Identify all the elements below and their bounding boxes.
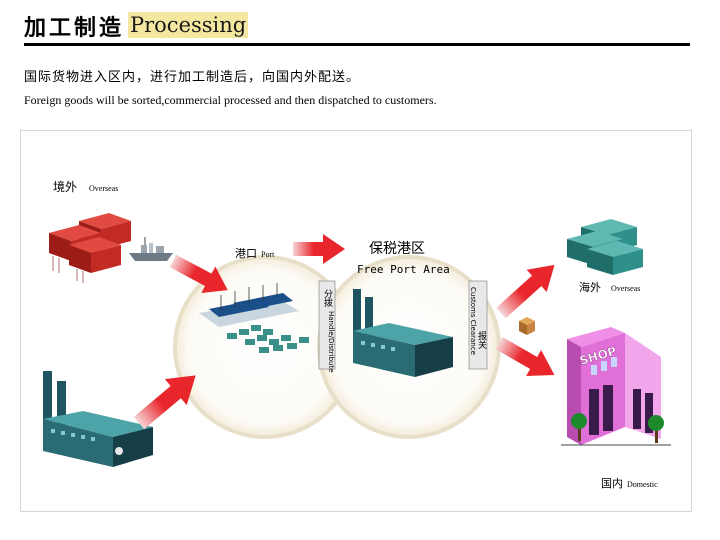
tree-icon-left (571, 413, 587, 441)
handling-label-cn: 分拨 (322, 289, 333, 308)
free-port-label-cn: 保税港区 (369, 241, 425, 257)
overseas-containers-teal (567, 219, 643, 275)
port-ships-icon (199, 283, 309, 353)
intro-text-en: Foreign goods will be sorted,commercial … (24, 93, 437, 107)
domestic-label-cn: 国内 (601, 476, 623, 490)
processing-flow-diagram: SHOP 分拨 Handle/Distribute Customs Cleara… (20, 130, 692, 512)
overseas-origin-label-en: Overseas (89, 184, 118, 193)
customs-label-box: Customs Clearance 报关 (468, 280, 488, 370)
arrow-free-port-to-domestic (495, 336, 555, 376)
port-label-cn: 港口 (235, 247, 257, 260)
port-label-en: Port (261, 250, 275, 259)
title-divider (24, 43, 690, 46)
domestic-label-en: Domestic (627, 480, 658, 489)
cargo-ship-icon (129, 237, 173, 261)
factory-icon-free-port (353, 289, 453, 377)
factory-icon-origin (43, 371, 153, 467)
page-title-cn: 加工制造 (24, 16, 125, 41)
arrow-port-to-free-port (293, 234, 345, 264)
intro-text-cn: 国际货物进入区内，进行加工制造后，向国内外配送。 (24, 70, 361, 85)
arrow-free-port-to-overseas (496, 264, 555, 319)
overseas-containers-red (49, 213, 131, 283)
flow-arrows (133, 234, 555, 430)
overseas-dest-label-cn: 海外 (579, 280, 601, 294)
handling-label-box: 分拨 Handle/Distribute (318, 280, 336, 373)
free-port-label-en: Free Port Area (357, 263, 450, 276)
overseas-dest-label-en: Overseas (611, 284, 640, 293)
shop-building-icon: SHOP (561, 327, 671, 446)
page-title-en: Processing (128, 12, 249, 38)
overseas-origin-label-cn: 境外 (53, 179, 77, 194)
tree-icon-right (648, 415, 664, 443)
parcel-icon (519, 317, 535, 335)
arrow-factory-to-port (133, 375, 196, 430)
customs-label-en: Customs Clearance (469, 287, 477, 355)
arrow-overseas-to-port (169, 254, 228, 294)
handling-label-en: Handle/Distribute (327, 311, 335, 373)
flow-diagram-canvas: SHOP 分拨 Handle/Distribute Customs Cleara… (43, 179, 671, 490)
customs-label-cn: 报关 (476, 330, 487, 350)
